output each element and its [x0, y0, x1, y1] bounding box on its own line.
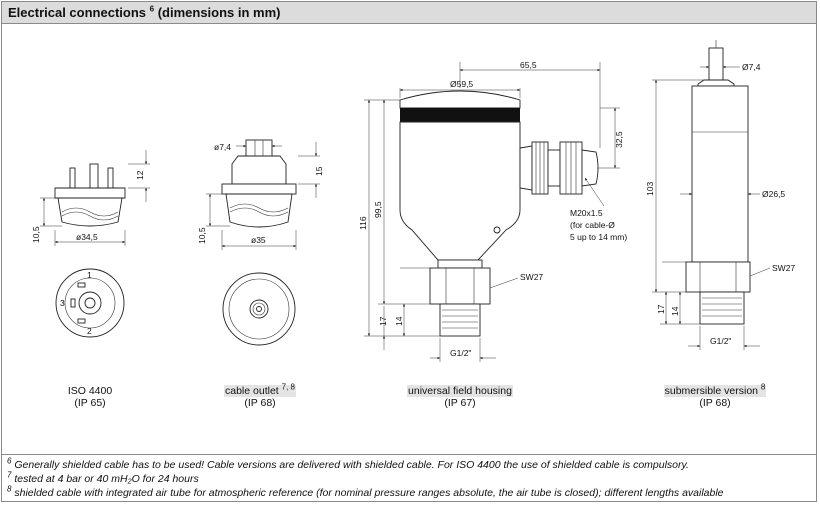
caption-iso-title: ISO 4400 [67, 385, 113, 397]
caption-cable-text: cable outlet [225, 385, 279, 397]
iso-dim-diameter: ø34,5 [76, 232, 98, 242]
caption-iso-rating: (IP 65) [74, 397, 106, 409]
housing-dim-14: 14 [394, 316, 404, 326]
sub-dim-cable-diameter: Ø7,4 [742, 62, 761, 72]
footnote-6: 6 Generally shielded cable has to be use… [7, 456, 689, 472]
housing-dim-17: 17 [378, 316, 388, 326]
section-title: Electrical connections 6 (dimensions in … [8, 5, 281, 20]
housing-dim-height: 99,5 [373, 201, 383, 218]
cable-dim-diameter-top: ø7,4 [214, 142, 231, 152]
housing-label-sw27: SW27 [520, 272, 543, 282]
footnote-7-ref: 7 [7, 470, 12, 480]
iso-dim-12: 12 [135, 170, 145, 180]
caption-sub-title: submersible version 8 [663, 382, 767, 397]
footnote-6-ref: 6 [7, 456, 12, 466]
caption-cable-rating: (IP 68) [244, 397, 276, 409]
sub-dim-14: 14 [670, 306, 680, 316]
housing-dim-diameter: Ø59,5 [450, 79, 473, 89]
sub-dim-height: 103 [645, 182, 655, 196]
footnote-8: 8 shielded cable with integrated air tub… [7, 484, 724, 500]
iso4400-front-view: 1 2 3 [55, 268, 125, 338]
caption-field-housing: universal field housing (IP 67) [400, 385, 520, 409]
caption-housing-rating: (IP 67) [444, 397, 476, 409]
section-header: Electrical connections 6 (dimensions in … [2, 2, 816, 24]
pin-label-3: 3 [60, 298, 65, 308]
sub-dim-diameter: Ø26,5 [762, 189, 785, 199]
footnote-8-ref: 8 [7, 484, 12, 494]
caption-iso4400: ISO 4400 (IP 65) [60, 385, 120, 409]
pin-label-1: 1 [87, 270, 92, 280]
gland-label-cable: (for cable-Ø [570, 220, 615, 230]
footnote-6-text: Generally shielded cable has to be used!… [14, 459, 689, 471]
housing-dim-width: 65,5 [520, 60, 537, 70]
caption-sub-text: submersible version [664, 385, 758, 397]
title-text: Electrical connections [8, 5, 146, 20]
title-footnote-ref: 6 [149, 4, 155, 14]
footnote-7: 7 tested at 4 bar or 40 mH₂O for 24 hour… [7, 470, 199, 486]
cable-outlet-front-view [222, 272, 296, 346]
cable-outlet-side-view: ø7,4 15 10,5 ø35 [197, 139, 324, 250]
caption-cable-ref: 7, 8 [281, 382, 295, 392]
housing-dim-gland-height: 32,5 [614, 131, 624, 148]
gland-label-range: 5 up to 14 mm) [570, 232, 627, 242]
sub-label-thread: G1/2" [710, 336, 731, 346]
submersible-drawing: Ø7,4 103 Ø26,5 17 14 SW27 G1/2" [645, 40, 795, 350]
gland-label-thread: M20x1.5 [570, 208, 603, 218]
caption-sub-rating: (IP 68) [699, 397, 731, 409]
footnote-8-text: shielded cable with integrated air tube … [14, 487, 724, 499]
footnote-7-text: tested at 4 bar or 40 mH₂O for 24 hours [14, 473, 199, 485]
caption-housing-title: universal field housing [407, 385, 513, 397]
footnotes: 6 Generally shielded cable has to be use… [1, 454, 817, 501]
housing-dim-total-height: 116 [358, 216, 368, 230]
cable-dim-15: 15 [314, 166, 324, 176]
iso4400-side-view: 12 10,5 ø34,5 [31, 150, 150, 246]
cable-dim-diameter: ø35 [251, 235, 266, 245]
title-suffix: (dimensions in mm) [157, 5, 281, 20]
field-housing-drawing: Ø59,5 65,5 32,5 116 99,5 17 14 SW27 [358, 60, 627, 362]
sub-dim-17: 17 [656, 304, 666, 314]
caption-sub-ref: 8 [760, 382, 766, 392]
sub-label-sw27: SW27 [772, 263, 795, 273]
caption-cable-outlet: cable outlet 7, 8 (IP 68) [210, 382, 310, 409]
cable-dim-10-5: 10,5 [197, 227, 207, 244]
iso-dim-10-5: 10,5 [31, 226, 41, 243]
pin-label-2: 2 [87, 326, 92, 336]
housing-label-thread: G1/2" [450, 348, 471, 358]
caption-submersible: submersible version 8 (IP 68) [656, 382, 774, 409]
caption-cable-title: cable outlet 7, 8 [224, 382, 296, 397]
